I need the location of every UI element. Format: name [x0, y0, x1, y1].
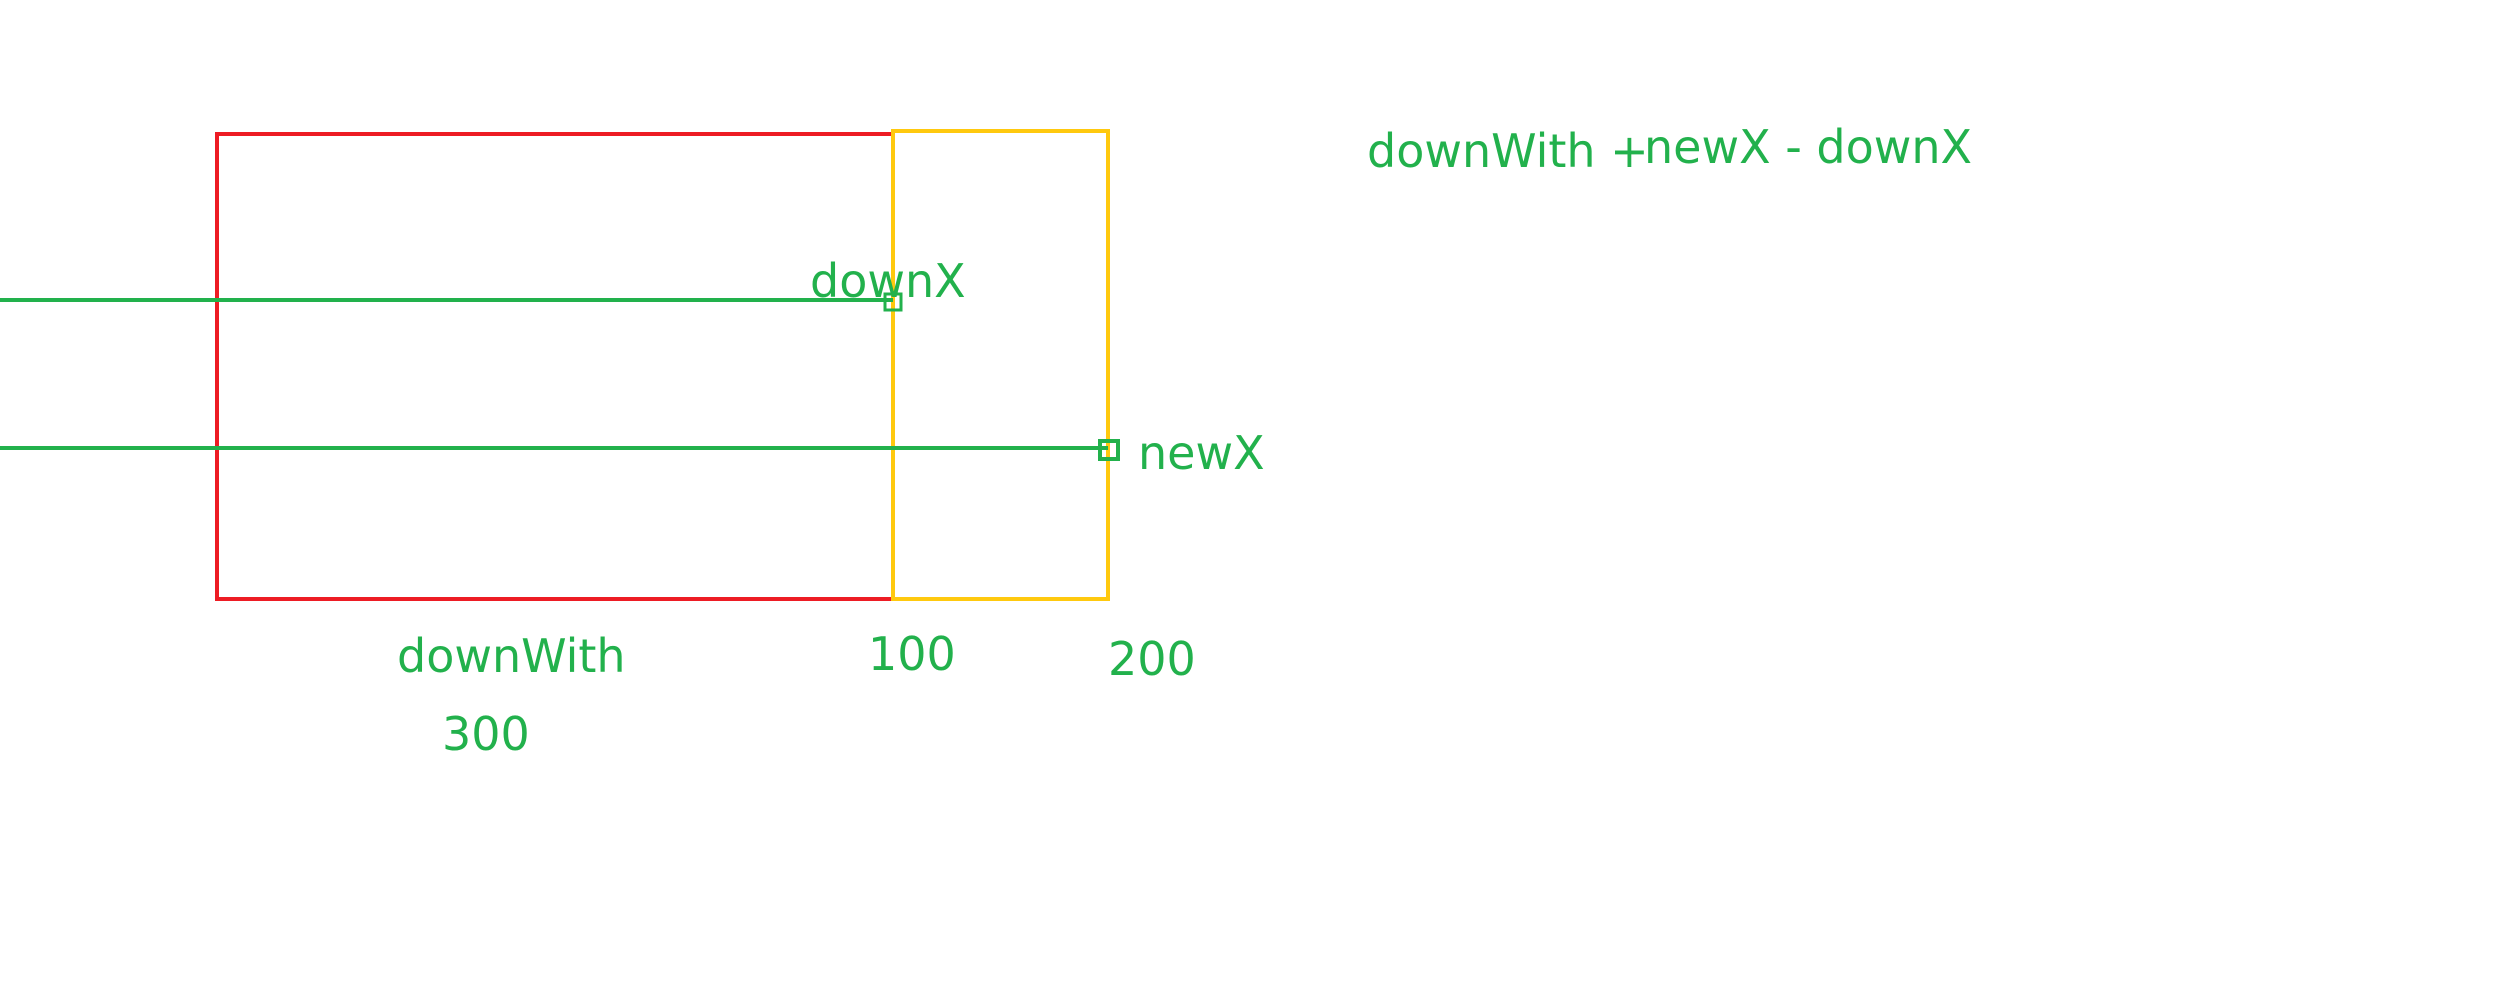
downx-label: downX — [810, 254, 966, 308]
downx-marker — [883, 292, 903, 312]
red-box — [215, 132, 895, 601]
newx-label: newX — [1138, 426, 1265, 480]
newx-marker — [1098, 439, 1120, 461]
formula-right: newX - downX — [1644, 120, 1973, 174]
yellow-box — [891, 129, 1110, 601]
value-300-label: 300 — [442, 707, 530, 761]
downwith-label: downWith — [397, 629, 626, 683]
value-100-label: 100 — [868, 627, 956, 681]
formula-left: downWith + — [1367, 124, 1649, 178]
value-200-label: 200 — [1108, 632, 1196, 686]
